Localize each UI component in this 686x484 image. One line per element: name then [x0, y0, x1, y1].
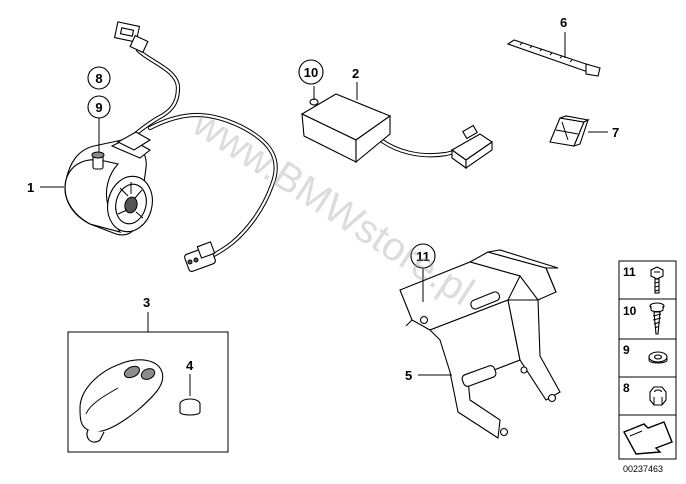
- callout-8: 8: [95, 71, 102, 86]
- callout-1: 1: [27, 180, 34, 195]
- screw-small-icon: [650, 266, 664, 294]
- nut-icon: [649, 386, 667, 406]
- callout-10: 10: [304, 65, 318, 80]
- cable-tie[interactable]: [506, 39, 601, 77]
- callout-11: 11: [416, 249, 430, 264]
- callout-3: 3: [143, 295, 150, 310]
- siren-bottom-connector: [184, 241, 216, 272]
- siren-bracket[interactable]: [399, 249, 561, 439]
- legend-item-9: 9: [623, 343, 630, 357]
- module-connector: [450, 124, 493, 170]
- remote-control-box[interactable]: [67, 331, 229, 453]
- callout-4: 4: [186, 358, 194, 373]
- callout-2: 2: [352, 66, 359, 81]
- siren-body: [64, 131, 153, 236]
- legend-item-8: 8: [623, 381, 630, 395]
- callout-6: 6: [560, 15, 567, 30]
- control-module[interactable]: [300, 86, 493, 170]
- mounting-clip[interactable]: [549, 115, 590, 147]
- remote-key-fob: [79, 359, 164, 443]
- direction-arrow-icon: [623, 421, 673, 455]
- callout-9: 9: [95, 100, 102, 115]
- callout-circle-8: [87, 66, 111, 90]
- siren-top-connector: [113, 21, 149, 54]
- legend-item-11: 11: [623, 265, 636, 279]
- remote-battery: [179, 398, 201, 416]
- callout-5: 5: [405, 368, 412, 383]
- siren-assembly[interactable]: [64, 21, 278, 272]
- fastener-legend: 11 10 9 8: [618, 260, 677, 460]
- callout-7: 7: [612, 125, 619, 140]
- washer-icon: [648, 351, 668, 364]
- diagram-number: 00237463: [623, 464, 663, 474]
- callout-circle-10: [298, 59, 324, 85]
- screw-tapping-icon: [649, 302, 665, 335]
- legend-item-10: 10: [623, 304, 637, 318]
